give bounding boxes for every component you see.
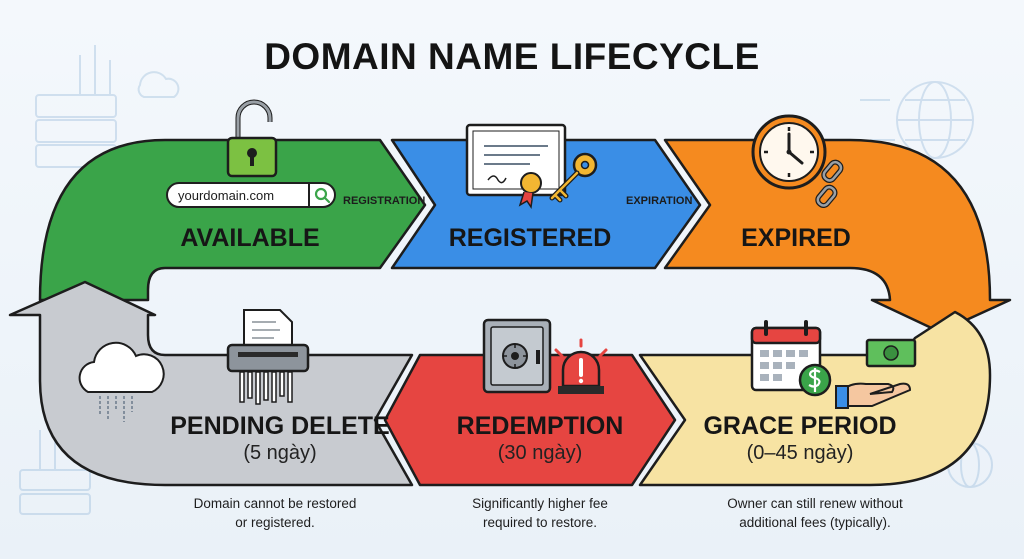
available-band — [38, 138, 427, 302]
padlock-open-icon — [226, 99, 278, 178]
expired-band — [663, 138, 1012, 334]
grace-description-line: Owner can still renew without — [727, 496, 903, 511]
search-icon — [308, 184, 334, 206]
redemption-description: Significantly higher fee required to res… — [440, 494, 640, 532]
pending-description-line: Domain cannot be restored — [193, 496, 357, 511]
domain-search-value: yourdomain.com — [178, 188, 275, 203]
stage-grace-duration: (0–45 ngày) — [746, 442, 854, 464]
redemption-description-line: Significantly higher fee — [472, 496, 608, 511]
expiration-arrow-label: EXPIRATION — [626, 195, 693, 207]
stage-expired-label: EXPIRED — [741, 224, 851, 252]
stage-redemption-duration: (30 ngày) — [497, 442, 583, 464]
safe-alarm-icon — [482, 318, 608, 394]
pending-description: Domain cannot be restored or registered. — [170, 494, 380, 532]
stage-registered-label: REGISTERED — [448, 224, 612, 252]
pending-description-line: or registered. — [235, 515, 315, 530]
stage-redemption-label: REDEMPTION — [456, 412, 624, 440]
stage-available-label: AVAILABLE — [180, 224, 320, 252]
stage-pending-duration: (5 ngày) — [243, 442, 317, 464]
page-title: DOMAIN NAME LIFECYCLE — [264, 36, 760, 77]
clock-broken-chain-icon — [751, 114, 844, 208]
pending-band — [8, 280, 414, 487]
shredder-cloud-icon — [78, 309, 310, 422]
certificate-key-icon — [465, 123, 598, 210]
registration-arrow-label: REGISTRATION — [343, 195, 426, 207]
calendar-money-icon — [750, 320, 917, 409]
stage-pending-label: PENDING DELETE — [170, 412, 390, 440]
grace-description-line: additional fees (typically). — [739, 515, 891, 530]
redemption-description-line: required to restore. — [482, 515, 598, 530]
domain-search-field: yourdomain.com — [166, 182, 336, 208]
grace-description: Owner can still renew without additional… — [700, 494, 930, 532]
stage-grace-label: GRACE PERIOD — [703, 412, 897, 440]
